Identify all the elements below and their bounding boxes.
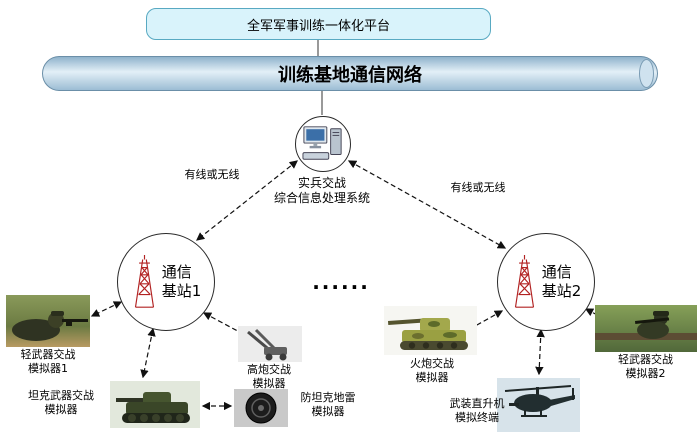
- helicopter-sim-line1: 武装直升机: [449, 397, 505, 410]
- base2-line2: 基站2: [541, 282, 582, 300]
- radio-tower-icon: [514, 255, 534, 308]
- mine-sim-label: 防坦克地雷 模拟器: [288, 391, 368, 419]
- tank-sim-line1: 坦克武器交战: [28, 389, 94, 402]
- link-computer-base2: [347, 160, 507, 249]
- helicopter-photo: [497, 378, 580, 432]
- helicopter-sim-label: 武装直升机 模拟终端: [443, 397, 511, 425]
- mine-sim-line2: 模拟器: [311, 405, 345, 418]
- processing-line1: 实兵交战: [297, 176, 346, 190]
- cylinder-end-cap: [639, 59, 654, 88]
- aa-gun-line2: 模拟器: [252, 377, 286, 390]
- light-weapon-2-label: 轻武器交战 模拟器2: [598, 353, 693, 381]
- base-station-2-node: 通信 基站2: [497, 233, 595, 331]
- link-base1-lightweapon1: [90, 301, 123, 317]
- soldier-photo-2: [595, 305, 697, 352]
- light-weapon-1-line1: 轻武器交战: [20, 348, 76, 361]
- tank-sim-line2: 模拟器: [44, 403, 78, 416]
- processing-system-label: 实兵交战 综合信息处理系统: [252, 176, 392, 206]
- soldier-photo-1: [6, 295, 90, 347]
- network-label: 训练基地通信网络: [278, 64, 422, 86]
- light-weapon-1-label: 轻武器交战 模拟器1: [2, 348, 94, 376]
- base-station-1-node: 通信 基站1: [117, 233, 215, 331]
- processing-line2: 综合信息处理系统: [273, 191, 370, 205]
- link-base1-tank: [140, 327, 156, 379]
- platform-box: 全军军事训练一体化平台: [146, 8, 491, 40]
- tank-photo: [110, 381, 200, 428]
- light-weapon-1-line2: 模拟器1: [28, 362, 68, 375]
- base-station-2-label: 通信 基站2: [542, 263, 582, 301]
- mine-sim-line1: 防坦克地雷: [300, 391, 356, 404]
- more-stations-ellipsis: ......: [312, 270, 370, 294]
- link-computer-base1: [196, 160, 298, 241]
- aa-gun-photo: [238, 326, 302, 362]
- link-base2-helicopter: [535, 328, 545, 376]
- helicopter-sim-line2: 模拟终端: [455, 411, 499, 424]
- aa-gun-label: 高炮交战 模拟器: [223, 363, 315, 391]
- aa-gun-line1: 高炮交战: [247, 363, 291, 376]
- computer-icon: [302, 126, 342, 160]
- mine-photo: [234, 389, 288, 427]
- tank-sim-label: 坦克武器交战 模拟器: [17, 389, 105, 417]
- radio-tower-icon: [134, 255, 154, 308]
- base2-line1: 通信: [541, 263, 572, 281]
- base1-line2: 基站1: [161, 282, 202, 300]
- artillery-sim-line2: 模拟器: [415, 371, 449, 384]
- light-weapon-2-line1: 轻武器交战: [618, 353, 673, 366]
- link-left-label: 有线或无线: [184, 168, 240, 181]
- processing-system-node: [295, 116, 351, 172]
- base1-line1: 通信: [161, 263, 192, 281]
- artillery-sim-line1: 火炮交战: [410, 357, 454, 370]
- artillery-sim-label: 火炮交战 模拟器: [392, 357, 472, 385]
- light-weapon-2-line2: 模拟器2: [625, 367, 666, 380]
- base-station-1-label: 通信 基站1: [162, 263, 202, 301]
- platform-label: 全军军事训练一体化平台: [246, 18, 390, 34]
- link-right-label: 有线或无线: [450, 181, 506, 194]
- network-cylinder: 训练基地通信网络: [42, 56, 658, 91]
- artillery-photo: [384, 306, 477, 355]
